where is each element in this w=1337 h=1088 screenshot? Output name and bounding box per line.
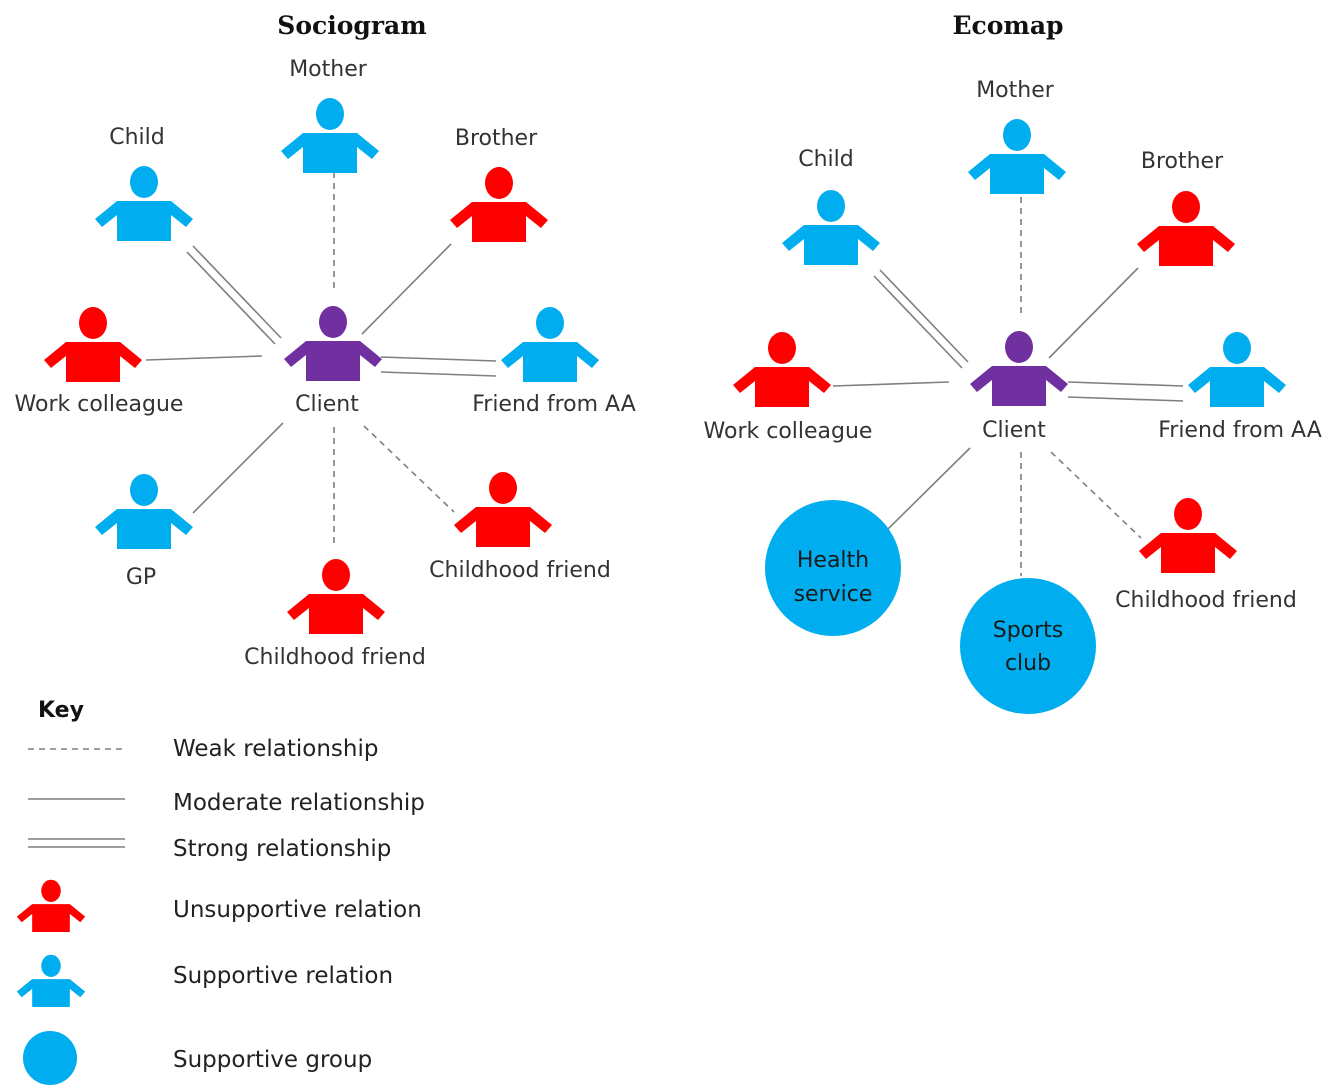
person-child-icon [782,190,880,265]
group-sports-club: Sports club [960,578,1096,714]
person-work-colleague-icon [733,332,831,407]
client-label: Client [982,418,1046,443]
key-title: Key [38,698,84,723]
person-childhood-friend-icon [1139,498,1237,573]
link-health-service-moderate [887,447,971,530]
person-brother-label: Brother [455,126,538,151]
client-label: Client [295,392,359,417]
group-health-service-label-line1: Health [797,548,869,573]
person-child-label: Child [109,125,165,150]
person-mother-icon [281,98,379,173]
person-childhood-friend-1-label: Childhood friend [244,645,426,670]
group-health-service-label-line2: service [794,582,873,607]
key-supportive-label: Supportive relation [173,963,393,989]
key-supportive-person-icon [16,954,86,1007]
group-sports-club-label-line2: club [1005,651,1051,676]
person-gp-label: GP [126,565,156,590]
person-childhood-friend-2-label: Childhood friend [429,558,611,583]
key-group-circle-icon [23,1031,77,1085]
person-mother-label: Mother [289,57,368,82]
link-work-colleague-moderate [832,381,950,387]
person-brother-icon [1137,191,1235,266]
link-friend-from-aa-strong [1067,381,1184,402]
link-childhood-friend-weak [1050,451,1142,539]
person-friend-from-aa-icon [1188,332,1286,407]
person-childhood-friend-label: Childhood friend [1115,588,1297,613]
person-mother-icon [968,119,1066,194]
link-brother-moderate [1048,267,1139,359]
sociogram-title: Sociogram [277,11,426,40]
person-friend-from-aa-label: Friend from AA [472,392,636,417]
key-legend: Key Weak relationship Moderate relations… [16,698,425,1085]
group-sports-club-label-line1: Sports [993,618,1064,643]
group-health-service-circle [765,500,901,636]
link-child-strong [873,269,969,369]
client-icon [284,306,382,381]
ecomap-title: Ecomap [952,11,1063,40]
person-friend-from-aa-icon [501,307,599,382]
person-mother-label: Mother [976,78,1055,103]
person-childhood-friend-2-icon [454,472,552,547]
person-gp-icon [95,474,193,549]
person-work-colleague-label: Work colleague [704,419,873,444]
link-friend-from-aa-strong [380,356,497,377]
sociogram-connections [145,172,497,547]
group-sports-club-circle [960,578,1096,714]
sociogram: Mother Child Brother Work colleague Frie… [15,57,636,670]
person-child-icon [95,166,193,241]
person-childhood-friend-1-icon [287,559,385,634]
person-work-colleague-icon [44,307,142,382]
ecomap: Mother Child Brother Work colleague Frie… [704,78,1322,714]
link-brother-moderate [361,243,452,335]
person-brother-icon [450,167,548,242]
key-unsupportive-person-icon [16,879,86,932]
person-child-label: Child [798,147,854,172]
person-brother-label: Brother [1141,149,1224,174]
key-strong-label: Strong relationship [173,836,391,862]
key-unsupportive-label: Unsupportive relation [173,897,422,923]
link-childhood-friend-2-weak [363,425,455,513]
link-child-strong [186,245,282,345]
person-friend-from-aa-label: Friend from AA [1158,418,1322,443]
key-weak-label: Weak relationship [173,736,378,762]
link-work-colleague-moderate [145,355,263,361]
link-gp-moderate [192,422,284,514]
key-group-label: Supportive group [173,1047,372,1073]
key-strong-line-swatch [28,838,125,848]
key-moderate-label: Moderate relationship [173,790,425,816]
client-icon [970,331,1068,406]
person-work-colleague-label: Work colleague [15,392,184,417]
ecomap-connections [832,197,1184,576]
group-health-service: Health service [765,500,901,636]
